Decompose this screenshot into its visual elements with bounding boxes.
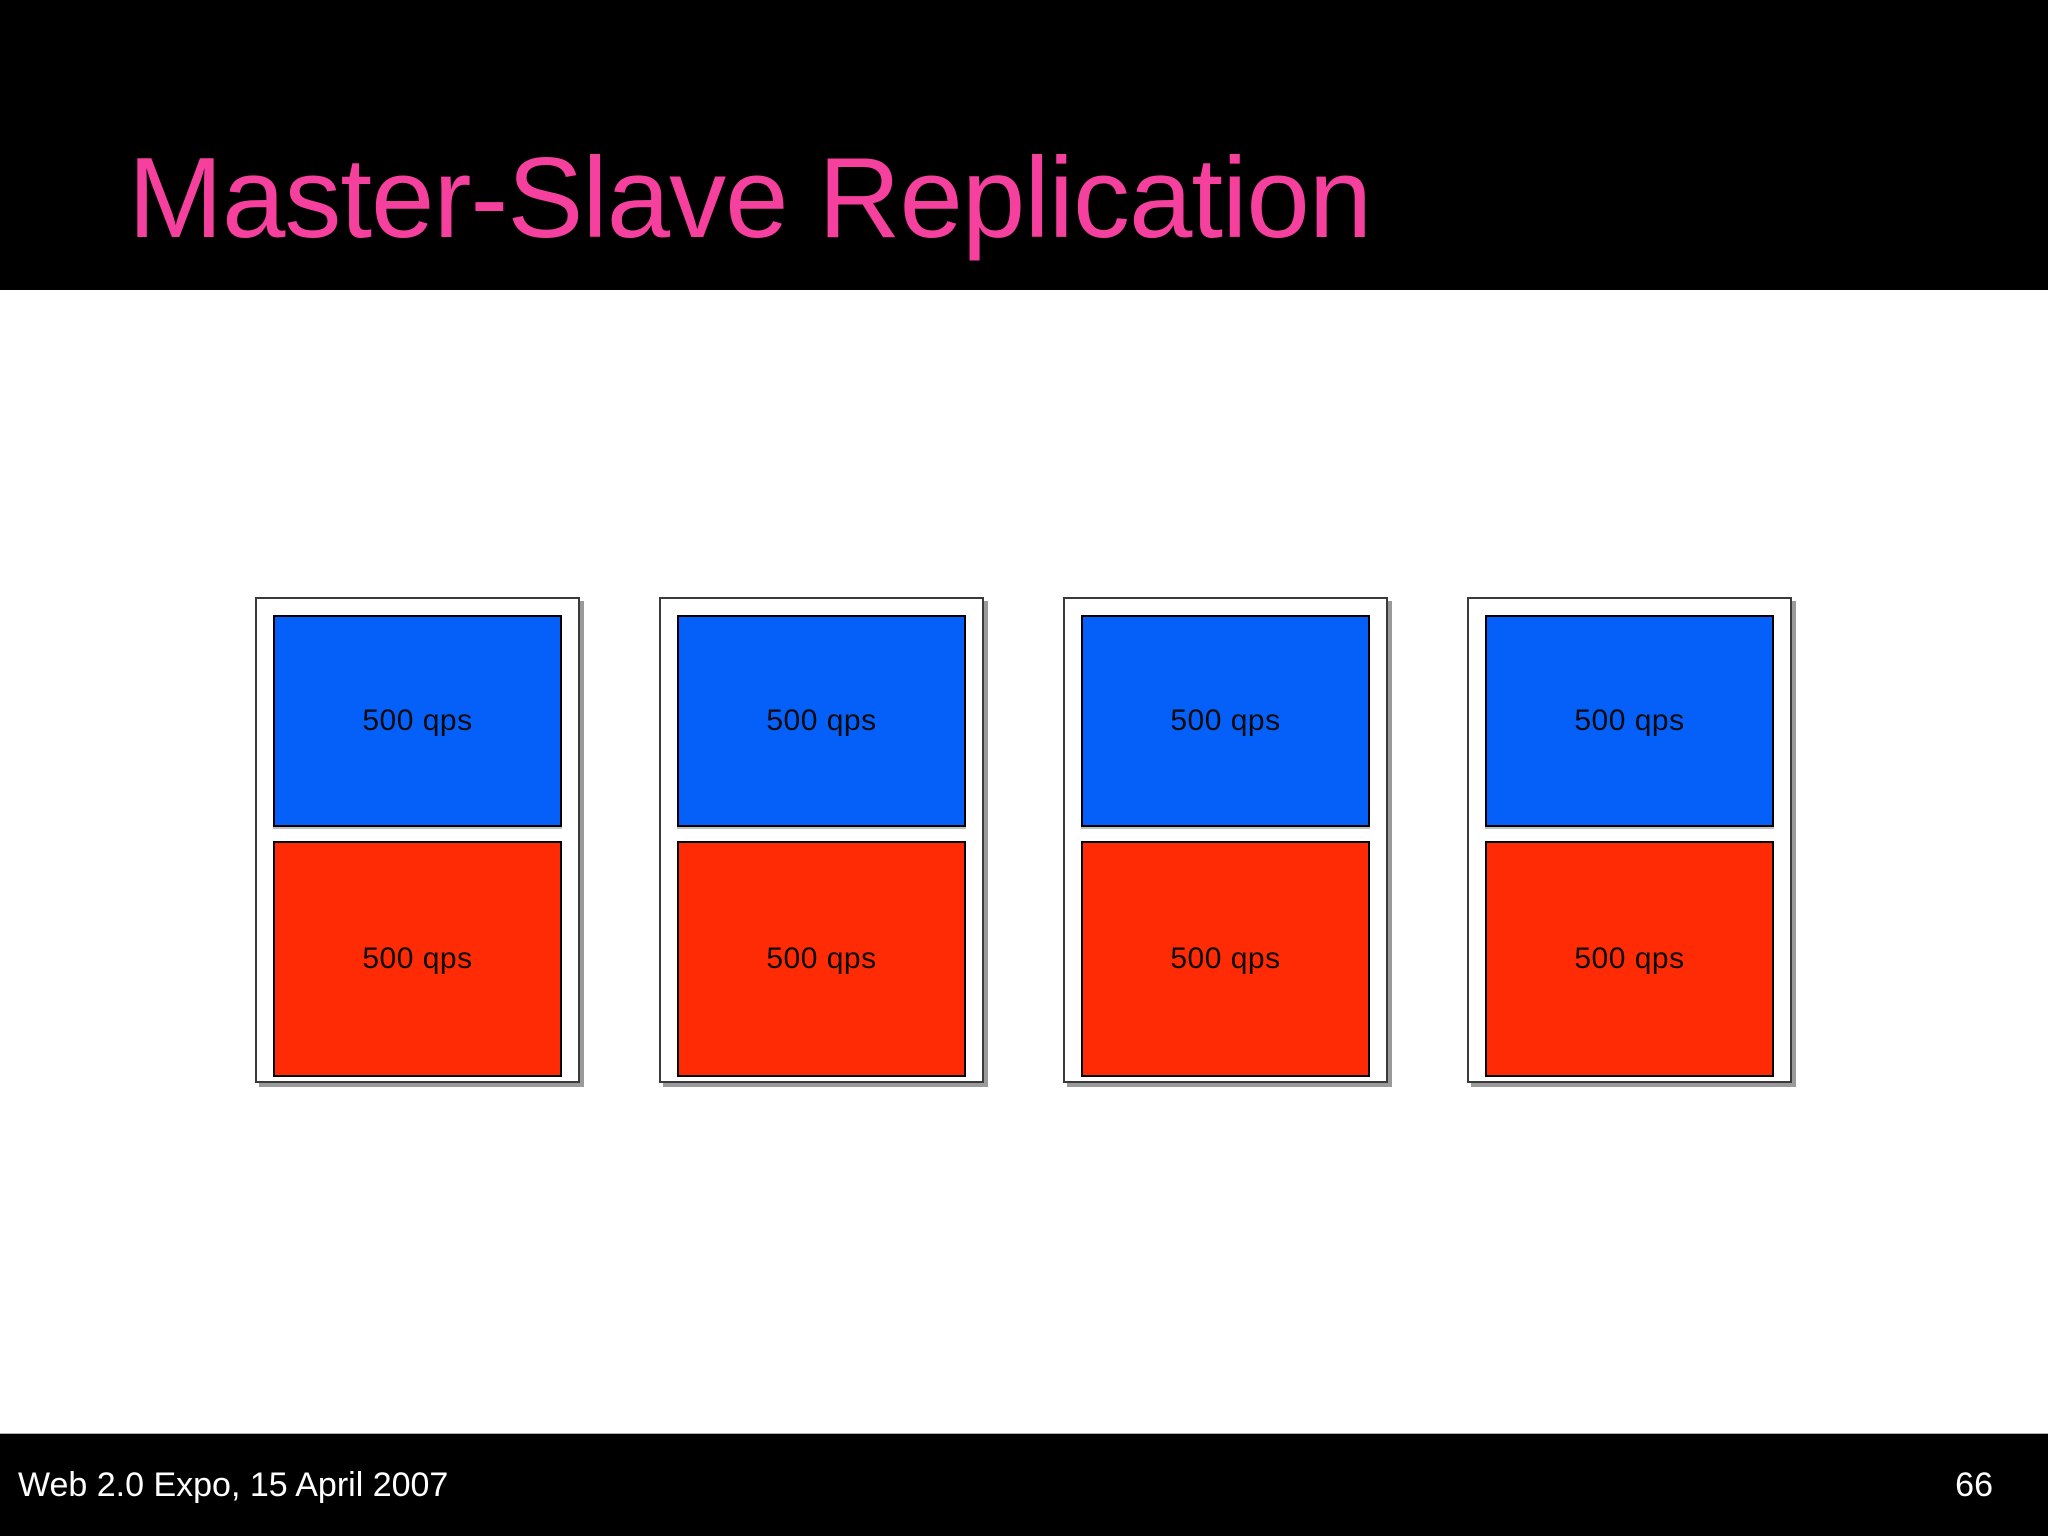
server-node-4: 500 qps 500 qps bbox=[1467, 597, 1792, 1083]
qps-label: 500 qps bbox=[1170, 942, 1281, 975]
qps-label: 500 qps bbox=[362, 942, 473, 975]
blue-capacity-box: 500 qps bbox=[677, 615, 966, 827]
footer-event-date: Web 2.0 Expo, 15 April 2007 bbox=[18, 1465, 449, 1504]
red-capacity-box: 500 qps bbox=[273, 841, 562, 1077]
qps-label: 500 qps bbox=[1574, 704, 1685, 737]
qps-label: 500 qps bbox=[1574, 942, 1685, 975]
red-capacity-box: 500 qps bbox=[1485, 841, 1774, 1077]
server-node-1: 500 qps 500 qps bbox=[255, 597, 580, 1083]
replication-diagram: 500 qps 500 qps 500 qps 500 qps 500 qps … bbox=[255, 597, 1792, 1083]
red-capacity-box: 500 qps bbox=[1081, 841, 1370, 1077]
blue-capacity-box: 500 qps bbox=[1485, 615, 1774, 827]
slide-footer-band: Web 2.0 Expo, 15 April 2007 66 bbox=[0, 1433, 2048, 1536]
red-capacity-box: 500 qps bbox=[677, 841, 966, 1077]
blue-capacity-box: 500 qps bbox=[1081, 615, 1370, 827]
slide-header-band: Master-Slave Replication bbox=[0, 0, 2048, 290]
qps-label: 500 qps bbox=[766, 942, 877, 975]
footer-page-number: 66 bbox=[1955, 1465, 1993, 1504]
qps-label: 500 qps bbox=[362, 704, 473, 737]
blue-capacity-box: 500 qps bbox=[273, 615, 562, 827]
qps-label: 500 qps bbox=[1170, 704, 1281, 737]
server-node-2: 500 qps 500 qps bbox=[659, 597, 984, 1083]
server-node-3: 500 qps 500 qps bbox=[1063, 597, 1388, 1083]
slide-title: Master-Slave Replication bbox=[128, 135, 1372, 262]
qps-label: 500 qps bbox=[766, 704, 877, 737]
